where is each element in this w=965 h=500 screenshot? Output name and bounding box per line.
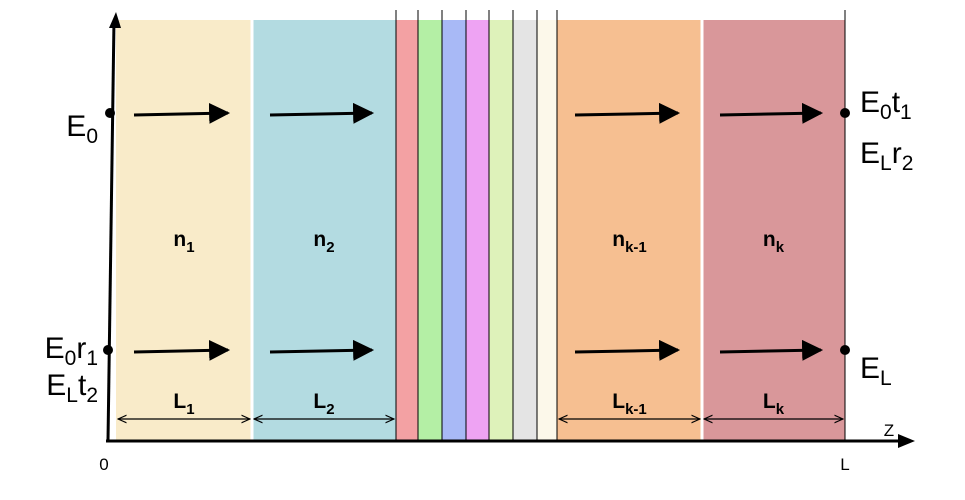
field-right-bottom: EL (860, 352, 892, 390)
origin-label: 0 (99, 455, 108, 474)
layer-index-label: n2 (313, 228, 334, 256)
propagation-arrow (269, 102, 375, 124)
propagation-arrow (133, 339, 231, 361)
layer-8 (513, 20, 537, 440)
layer-9 (537, 20, 557, 440)
right-bottom-point (840, 345, 850, 355)
field-left-top: E0 (66, 110, 98, 148)
layer-11 (702, 20, 845, 440)
layer-index-label: nk-1 (612, 228, 647, 256)
propagation-arrow (719, 102, 824, 124)
end-label: L (840, 455, 849, 474)
layer-6 (466, 20, 489, 440)
vertical-axis (106, 19, 116, 442)
layer-length-label: Lk-1 (612, 390, 647, 418)
field-right-top-1: E0t1 (860, 86, 912, 124)
layer-length-label: Lk (763, 390, 785, 418)
layer-index-label: nk (763, 228, 785, 256)
field-left-bottom-1: E0r1 (45, 332, 98, 370)
left-top-point (105, 108, 115, 118)
z-axis-arrowhead (898, 434, 915, 448)
left-bottom-point (103, 345, 113, 355)
layer-10 (557, 20, 702, 440)
field-left-bottom-2: ELt2 (46, 369, 98, 407)
layer-1 (116, 20, 252, 440)
layer-2 (252, 20, 396, 440)
z-axis-label: Z (884, 421, 894, 440)
layer-length-label: L1 (173, 390, 194, 418)
layer-5 (442, 20, 466, 440)
propagation-arrow (574, 102, 681, 124)
propagation-arrow (574, 339, 681, 361)
propagation-arrow (719, 339, 824, 361)
layer-7 (489, 20, 513, 440)
propagation-arrow (133, 102, 231, 124)
vertical-axis-arrowhead (109, 12, 121, 28)
layer-4 (418, 20, 442, 440)
field-right-top-2: ELr2 (860, 137, 913, 175)
layer-3 (396, 20, 418, 440)
layer-index-label: n1 (173, 228, 194, 256)
propagation-arrow (269, 339, 375, 361)
layer-length-label: L2 (313, 390, 334, 418)
right-top-point (840, 108, 850, 118)
